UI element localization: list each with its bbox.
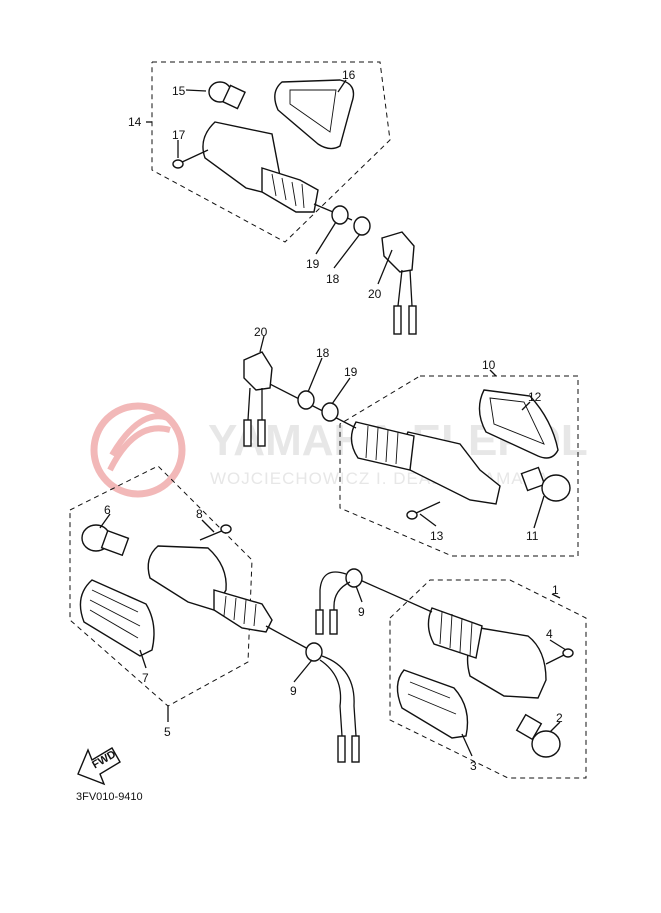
grommet-18-mid [297,390,315,410]
assembly-14 [151,61,417,335]
lens-7 [79,579,155,657]
label-5: 5 [164,725,171,739]
grommet-9-right [345,568,363,588]
label-13: 13 [430,529,444,543]
wire-bottom-left [265,625,360,763]
label-15: 15 [172,84,186,98]
screw-17 [172,149,209,169]
bulb-2 [515,713,561,758]
grommet-18-top [353,216,371,236]
assembly-5-boundary [69,465,253,707]
bulb-15 [208,81,246,110]
assembly-10 [339,375,579,557]
bulb-6 [81,524,130,557]
housing-5 [147,545,273,633]
assembly-1-boundary [389,579,587,779]
assembly-14-boundary [151,61,391,243]
label-7: 7 [142,671,149,685]
label-12: 12 [528,390,542,404]
label-18-top: 18 [326,272,340,286]
grommet-19-mid [321,402,339,422]
label-20-top: 20 [368,287,382,301]
label-19-top: 19 [306,257,320,271]
housing-1 [427,607,547,699]
label-18-mid: 18 [316,346,330,360]
screw-4 [545,648,574,665]
wire-bottom-right [315,568,433,635]
housing-10 [350,421,501,505]
label-2: 2 [556,711,563,725]
part-labels: 15 16 14 17 19 18 20 20 18 19 10 12 13 1… [104,68,563,773]
label-17: 17 [172,128,186,142]
plug-20-top [381,231,417,335]
label-6: 6 [104,503,111,517]
label-9-left: 9 [290,684,297,698]
plug-20-mid [243,351,273,447]
screw-13 [406,501,441,520]
assembly-1 [389,579,587,779]
assembly-10-boundary [339,375,579,557]
label-11: 11 [526,529,539,543]
fwd-arrow: FWD [77,747,121,786]
wire-middle [243,351,357,447]
label-1: 1 [552,583,559,597]
leader-lines [99,79,567,757]
screw-8 [199,524,232,541]
grommet-9-left [305,642,323,662]
label-9-right: 9 [358,605,365,619]
label-3: 3 [470,759,477,773]
watermark-logo [90,402,186,498]
diagram-code: 3FV010-9410 [76,791,143,803]
grommet-19-top [331,205,349,225]
lens-16 [274,79,355,150]
assembly-5 [69,465,273,707]
label-16: 16 [342,68,356,82]
lens-12 [478,389,559,459]
label-10: 10 [482,358,496,372]
bulb-11 [520,466,571,502]
label-19-mid: 19 [344,365,358,379]
label-8: 8 [196,507,203,521]
label-14: 14 [128,115,142,129]
lens-3 [396,669,469,739]
label-4: 4 [546,627,553,641]
label-20-mid: 20 [254,325,268,339]
